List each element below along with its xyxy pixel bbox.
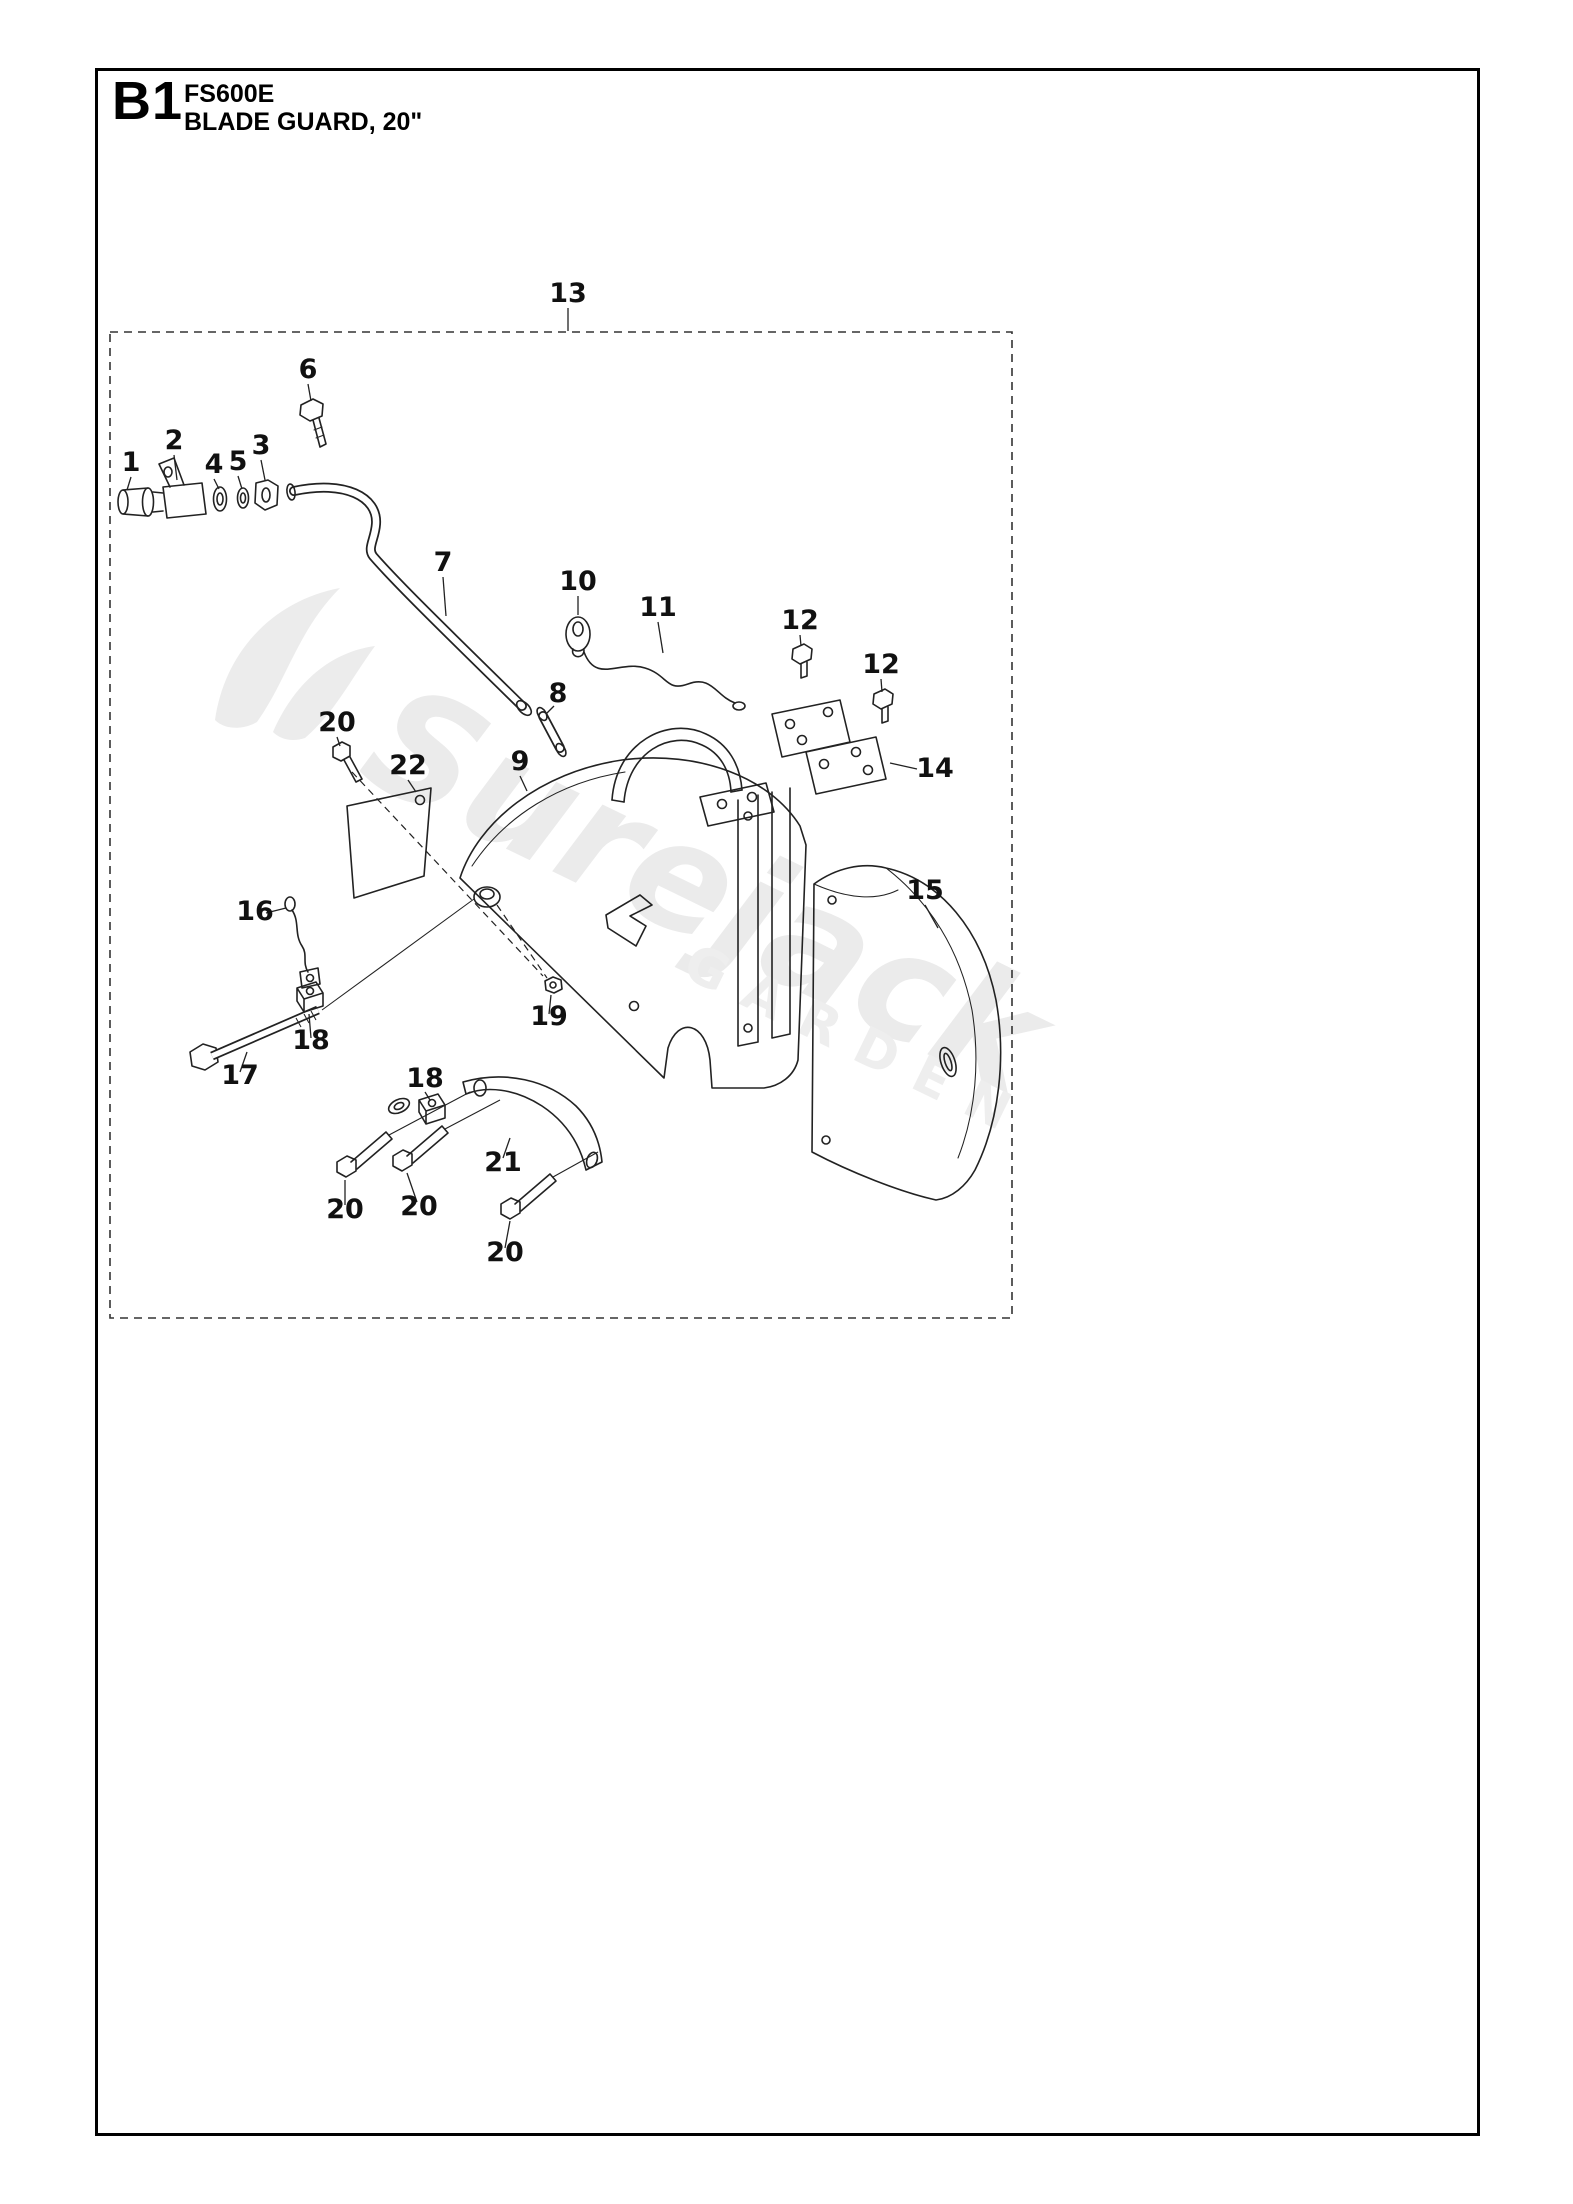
- assembly-boundary-box: [109, 331, 1013, 1319]
- page-title: BLADE GUARD, 20": [184, 108, 423, 136]
- part-9-blade-guard-inner: [459, 727, 807, 1089]
- callout-2: 2: [165, 425, 184, 456]
- callout-21: 21: [484, 1147, 522, 1178]
- part-20-bolts: [332, 741, 557, 1220]
- callout-20-d: 20: [486, 1237, 524, 1268]
- model-name: FS600E: [184, 80, 275, 108]
- callout-5: 5: [229, 446, 248, 477]
- callout-9: 9: [511, 746, 530, 777]
- callout-6: 6: [299, 354, 318, 385]
- watermark: Surejack GARDEN: [215, 588, 1081, 1152]
- callout-labels: 13 6 2 1 4 5 3 7 10 11 12 12 8 20 22 9 1…: [122, 278, 954, 1268]
- callout-18-a: 18: [292, 1025, 330, 1056]
- callout-22: 22: [389, 750, 427, 781]
- part-22-plate: [346, 787, 432, 899]
- callout-12-b: 12: [862, 649, 900, 680]
- callout-12-a: 12: [781, 605, 819, 636]
- section-code: B1: [112, 71, 184, 131]
- callout-11: 11: [639, 592, 677, 623]
- callout-13: 13: [549, 278, 587, 309]
- parts-1-5-water-fitting: [117, 457, 279, 519]
- callout-14: 14: [916, 753, 954, 784]
- sheet-border: [95, 68, 1480, 2136]
- callout-17: 17: [221, 1060, 259, 1091]
- part-15-blade-guard-outer: [811, 864, 1002, 1201]
- callout-20-b: 20: [326, 1194, 364, 1225]
- part-7-water-tube: [286, 482, 533, 717]
- callout-4: 4: [205, 449, 224, 480]
- callout-15: 15: [906, 875, 944, 906]
- part-12-bolts: [791, 643, 894, 724]
- callout-1: 1: [122, 447, 141, 478]
- callout-20-a: 20: [318, 707, 356, 738]
- assembly-alignment-lines: [321, 771, 599, 1178]
- part-14-hinge: [771, 699, 887, 795]
- callout-20-c: 20: [400, 1191, 438, 1222]
- callout-8: 8: [549, 678, 568, 709]
- callout-leaders: [126, 308, 939, 1249]
- callout-10: 10: [559, 566, 597, 597]
- watermark-leaf-icon: [215, 588, 375, 740]
- part-6-bolt: [299, 398, 327, 448]
- part-16-strap: [284, 896, 321, 989]
- part-19-nut: [544, 976, 563, 994]
- part-11-lanyard: [583, 651, 746, 711]
- part-8-hose: [536, 706, 567, 758]
- callout-7: 7: [434, 547, 453, 578]
- callout-18-b: 18: [406, 1063, 444, 1094]
- callout-16: 16: [236, 896, 274, 927]
- callout-19: 19: [530, 1001, 568, 1032]
- part-10-grommet: [565, 616, 591, 658]
- part-21-bracket: [462, 1076, 603, 1171]
- callout-3: 3: [252, 430, 271, 461]
- part-17-bolt: [189, 1005, 320, 1071]
